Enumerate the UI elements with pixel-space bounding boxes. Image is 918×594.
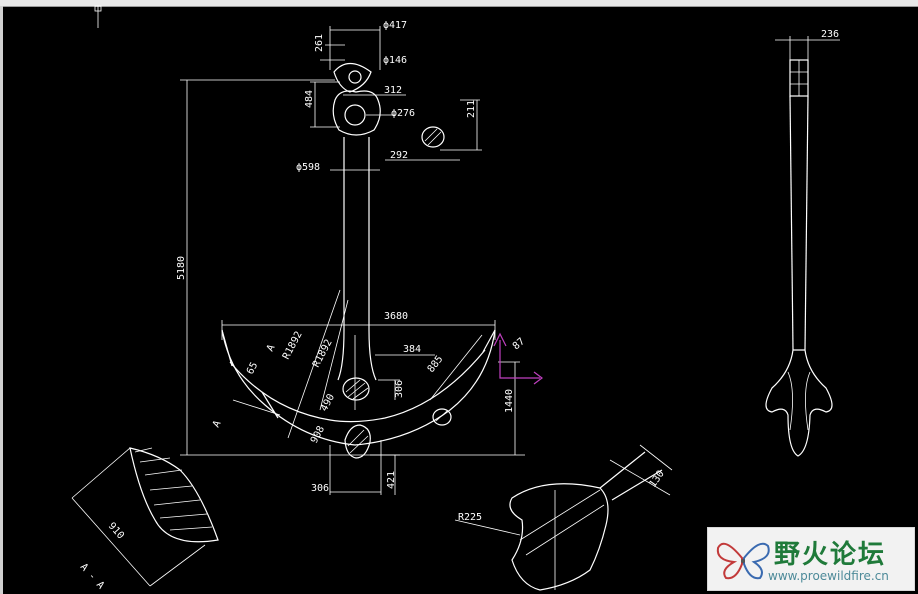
forum-watermark: 野火论坛 www.proewildfire.cn bbox=[707, 527, 915, 591]
detail-shank-edge-2 bbox=[611, 469, 663, 501]
crown-section bbox=[342, 377, 370, 401]
dim-d306a: 306 bbox=[394, 380, 405, 398]
crosshair-cursor bbox=[94, 5, 102, 28]
dim-A1: A bbox=[265, 343, 278, 353]
side-crown-and-flukes bbox=[765, 349, 833, 457]
head-section-detail bbox=[421, 126, 445, 148]
dim-d87: 87 bbox=[511, 336, 527, 352]
dim-d5180: 5180 bbox=[176, 256, 187, 280]
section-cut-mark bbox=[261, 391, 279, 419]
dim-d910: 910 bbox=[106, 521, 126, 542]
lower-crown-section bbox=[344, 424, 371, 459]
right-fluke-tip bbox=[482, 329, 496, 353]
section-hatching bbox=[345, 128, 448, 454]
dim-d211: 211 bbox=[466, 100, 477, 118]
dim-d384: 384 bbox=[403, 344, 421, 355]
pin-hole bbox=[344, 104, 366, 126]
viewport-top-strip bbox=[0, 0, 918, 7]
dim-d490: 490 bbox=[319, 392, 337, 413]
anchor-front-view bbox=[221, 62, 496, 459]
forum-url: www.proewildfire.cn bbox=[768, 569, 889, 583]
left-fluke-tip bbox=[221, 329, 233, 367]
viewport-left-edge bbox=[0, 6, 3, 594]
section-a-a-profile bbox=[129, 447, 219, 543]
dim-d421: 421 bbox=[386, 471, 397, 489]
dim-R225: R225 bbox=[458, 512, 482, 523]
crown-right bbox=[368, 329, 377, 381]
dim-d598: ϕ598 bbox=[296, 162, 320, 173]
dim-d236: 236 bbox=[821, 29, 839, 40]
section-a-a-label: A - A bbox=[78, 562, 106, 592]
dim-d65: 65 bbox=[245, 361, 260, 377]
dim-d292: 292 bbox=[390, 150, 408, 161]
dim-R1892a: R1892 bbox=[281, 330, 305, 362]
head-lower-lobe bbox=[332, 90, 381, 136]
dim-d417: ϕ417 bbox=[383, 20, 407, 31]
dim-d908: 908 bbox=[309, 424, 327, 445]
dim-A2: A bbox=[211, 419, 224, 429]
crown-left bbox=[337, 329, 345, 381]
arm-inner-arc bbox=[229, 349, 486, 423]
dim-d484: 484 bbox=[304, 90, 315, 108]
section-cut-line bbox=[232, 399, 281, 416]
dim-d1440: 1440 bbox=[504, 389, 515, 413]
butterfly-logo-icon bbox=[716, 542, 770, 580]
arm-outer-arc bbox=[221, 329, 496, 446]
section-a-a-dim-line bbox=[71, 497, 151, 587]
head-detail-view: R225 130 bbox=[454, 444, 673, 591]
ucs-icon bbox=[493, 332, 543, 385]
dim-d146: ϕ146 bbox=[383, 55, 407, 66]
arm-section bbox=[432, 408, 452, 426]
anchor-side-view: 236 bbox=[765, 29, 840, 457]
dim-d885: 885 bbox=[426, 354, 446, 375]
forum-title: 野火论坛 bbox=[774, 540, 887, 570]
dimension-lines bbox=[180, 26, 525, 495]
dim-d130: 130 bbox=[647, 469, 666, 490]
side-shank-right bbox=[804, 95, 809, 351]
head-upper-lobe bbox=[333, 62, 372, 93]
dim-d261: 261 bbox=[314, 34, 325, 52]
section-a-a-view: 910 A - A bbox=[71, 447, 219, 592]
dim-d276: ϕ276 bbox=[391, 108, 415, 119]
dim-d306b: 306 bbox=[311, 483, 329, 494]
side-shank-left bbox=[789, 95, 794, 351]
detail-shank-edge-1 bbox=[599, 451, 646, 489]
dim-d312: 312 bbox=[384, 85, 402, 96]
section-a-a-hatch bbox=[134, 447, 213, 531]
dim-d3680: 3680 bbox=[384, 311, 408, 322]
shackle-hole bbox=[348, 70, 362, 84]
